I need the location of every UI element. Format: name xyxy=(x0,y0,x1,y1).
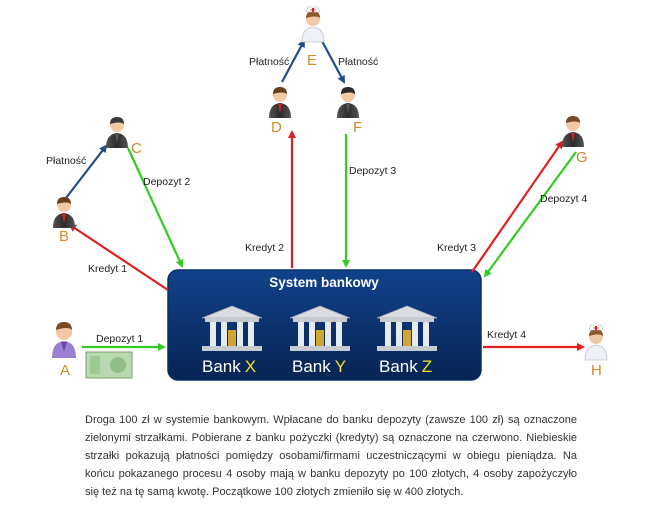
person-icon xyxy=(337,87,359,118)
arrow-payment-d-e xyxy=(281,39,305,83)
person-d-label: D xyxy=(271,119,282,136)
bank-label: Bank xyxy=(292,357,331,376)
system-title: System bankowy xyxy=(269,275,379,290)
system-bankowy-box: System bankowy xyxy=(167,269,482,381)
label-payment-left: Płatność xyxy=(46,155,86,167)
arrow-deposit-4 xyxy=(483,151,577,278)
label-payment-top-right: Płatność xyxy=(338,56,378,68)
bank-label: Bank xyxy=(202,357,241,376)
person-g xyxy=(562,116,584,147)
person-h xyxy=(584,324,608,361)
banknote-icon xyxy=(85,351,133,379)
person-h-label: H xyxy=(591,362,602,379)
label-deposit-4: Depozyt 4 xyxy=(540,193,587,205)
nurse-icon xyxy=(301,6,325,43)
bank-letter: X xyxy=(245,357,256,376)
arrow-credit-3 xyxy=(471,140,564,273)
person-f xyxy=(337,87,359,118)
label-deposit-2: Depozyt 2 xyxy=(143,176,190,188)
arrow-payment-e-f xyxy=(321,40,345,84)
nurse-icon xyxy=(584,324,608,361)
label-credit-3: Kredyt 3 xyxy=(437,242,476,254)
bank-letter: Z xyxy=(422,357,432,376)
label-credit-2: Kredyt 2 xyxy=(245,242,284,254)
bank-building-icon xyxy=(201,305,263,351)
person-e xyxy=(301,6,325,43)
person-b xyxy=(53,197,75,228)
person-a-label: A xyxy=(60,362,70,379)
person-d xyxy=(269,87,291,118)
person-icon xyxy=(52,322,76,358)
person-c xyxy=(106,117,128,148)
person-b-label: B xyxy=(59,228,69,245)
person-e-label: E xyxy=(307,52,317,69)
person-icon xyxy=(562,116,584,147)
label-payment-top-left: Płatność xyxy=(249,56,289,68)
bank-building-icon xyxy=(289,305,351,351)
bank-label: Bank xyxy=(379,357,418,376)
bank-building-icon xyxy=(376,305,438,351)
bank-letter: Y xyxy=(335,357,346,376)
arrows xyxy=(65,39,585,351)
person-f-label: F xyxy=(353,119,362,136)
person-a xyxy=(52,322,76,358)
person-c-label: C xyxy=(131,140,142,157)
arrow-credit-1 xyxy=(68,223,169,291)
label-credit-1: Kredyt 1 xyxy=(88,263,127,275)
label-deposit-1: Depozyt 1 xyxy=(96,333,143,345)
person-icon xyxy=(106,117,128,148)
label-deposit-3: Depozyt 3 xyxy=(349,165,396,177)
label-credit-4: Kredyt 4 xyxy=(487,329,526,341)
person-icon xyxy=(269,87,291,118)
person-g-label: G xyxy=(576,149,588,166)
figure-caption: Droga 100 zł w systemie bankowym. Wpłaca… xyxy=(85,414,577,498)
arrow-payment-b-c xyxy=(65,144,108,199)
arrow-deposit-2 xyxy=(126,147,184,268)
person-icon xyxy=(53,197,75,228)
